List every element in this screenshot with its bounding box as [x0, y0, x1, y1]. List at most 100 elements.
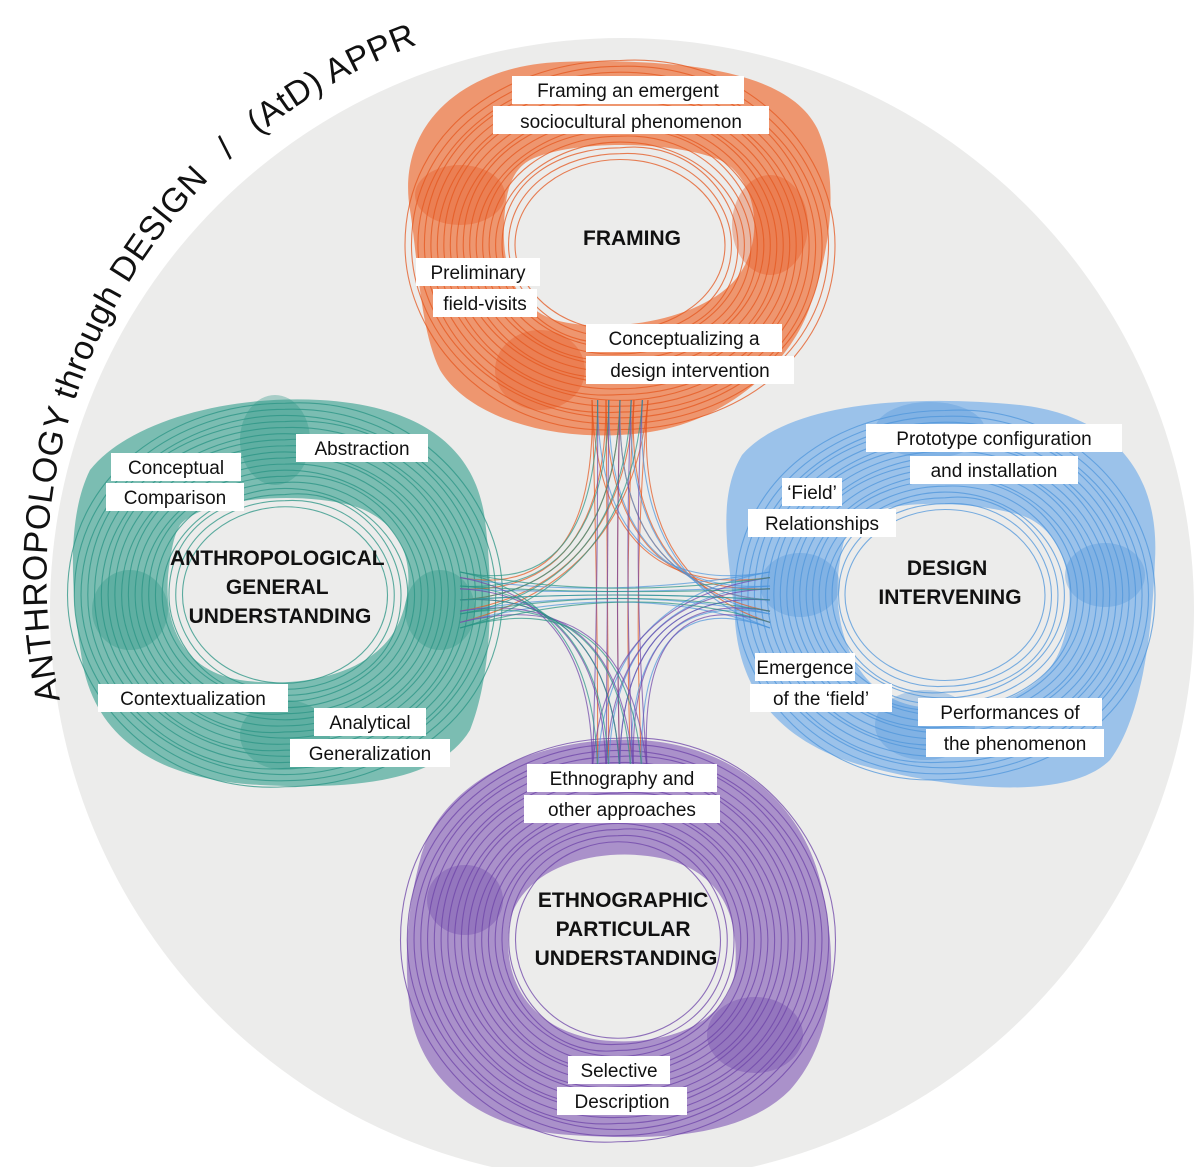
flow-line [753, 426, 1137, 764]
cross-flow-line [632, 607, 771, 781]
design-title: DESIGN INTERVENING [878, 557, 1021, 609]
flow-line [792, 461, 1098, 729]
cross-flow-line [591, 577, 771, 781]
flow-line [773, 444, 1117, 746]
flow-line [94, 427, 476, 763]
flow-line [80, 414, 490, 776]
flow-line [494, 822, 742, 1058]
flow-line [406, 743, 830, 1137]
cross-flow-line [627, 399, 635, 781]
flow-line [514, 841, 722, 1039]
flow-line [514, 158, 726, 332]
flow-line [766, 439, 1124, 751]
label-contextualization: Contextualization [98, 684, 288, 712]
cross-flow-line [459, 399, 610, 587]
ethnographic-hub [399, 737, 837, 1143]
flow-line [487, 816, 749, 1064]
flow-line [501, 146, 739, 344]
svg-text:Contextualization: Contextualization [120, 689, 266, 710]
cross-flow-line [645, 399, 771, 623]
ethnographic-node-bottom [707, 997, 803, 1073]
background-disc [50, 38, 1194, 1172]
cross-flow-line [645, 614, 771, 781]
flow-line [844, 508, 1046, 682]
anthropological-title: ANTHROPOLOGICAL GENERAL UNDERSTANDING [170, 547, 390, 628]
flow-line [501, 828, 735, 1052]
cross-flow-line [605, 399, 771, 590]
design-node-right [1065, 543, 1145, 607]
label-field-relationships: ‘Field’Relationships [748, 478, 896, 537]
cross-flow-line [616, 399, 621, 781]
flow-line [507, 153, 733, 337]
flow-line [181, 506, 389, 684]
cross-flow-line [459, 585, 771, 593]
flow-line [481, 810, 755, 1070]
flow-line [760, 433, 1130, 757]
title-separator: / [209, 131, 242, 166]
cross-flow-line [459, 399, 643, 629]
cross-flow-line [605, 399, 610, 781]
cross-flow-line [459, 617, 643, 781]
cross-flow-line [459, 399, 632, 615]
flow-line [475, 124, 765, 366]
cross-flow-line [459, 571, 771, 589]
cross-flow-line [459, 614, 649, 781]
flow-line [87, 420, 483, 770]
cross-flow-line [459, 571, 599, 781]
flow-line [831, 496, 1059, 694]
flow-line [508, 835, 728, 1045]
label-abstraction: Abstraction [296, 434, 428, 462]
ethnographic-node-left [427, 865, 503, 935]
cross-flow-line [597, 399, 771, 577]
cross-flow-line [459, 609, 632, 781]
svg-text:Abstraction: Abstraction [314, 439, 409, 460]
cross-flow-line [459, 601, 771, 629]
svg-text:‘Field’Relationships: ‘Field’Relationships [765, 483, 879, 535]
flow-line [399, 737, 837, 1143]
cross-flow-line [619, 598, 771, 781]
flow-line [100, 433, 470, 757]
cross-flow-line [459, 594, 771, 601]
cross-flow-line [459, 585, 610, 781]
flow-line [413, 749, 823, 1131]
flow-line [734, 409, 1156, 781]
flow-line [779, 450, 1111, 740]
flow-line [740, 415, 1150, 775]
flow-line [495, 141, 745, 349]
cross-flow-line [459, 588, 607, 781]
flow-line [786, 456, 1104, 734]
flow-line [837, 503, 1053, 687]
cross-flow-line [619, 399, 771, 601]
ethnographic-ring [406, 739, 832, 1138]
cross-flow-line [632, 399, 771, 612]
flow-line [488, 135, 752, 355]
cross-flow-line [630, 399, 771, 615]
cross-flow-line [459, 399, 599, 577]
cross-flow-line [459, 577, 593, 781]
ethnographic-title: ETHNOGRAPHIC PARTICULAR UNDERSTANDING [535, 889, 718, 970]
cross-flow-line [459, 598, 621, 781]
cross-flow-line [459, 597, 771, 615]
cross-connection-lines [459, 399, 771, 781]
cross-flow-line [459, 399, 621, 601]
cross-flow-line [637, 399, 649, 781]
